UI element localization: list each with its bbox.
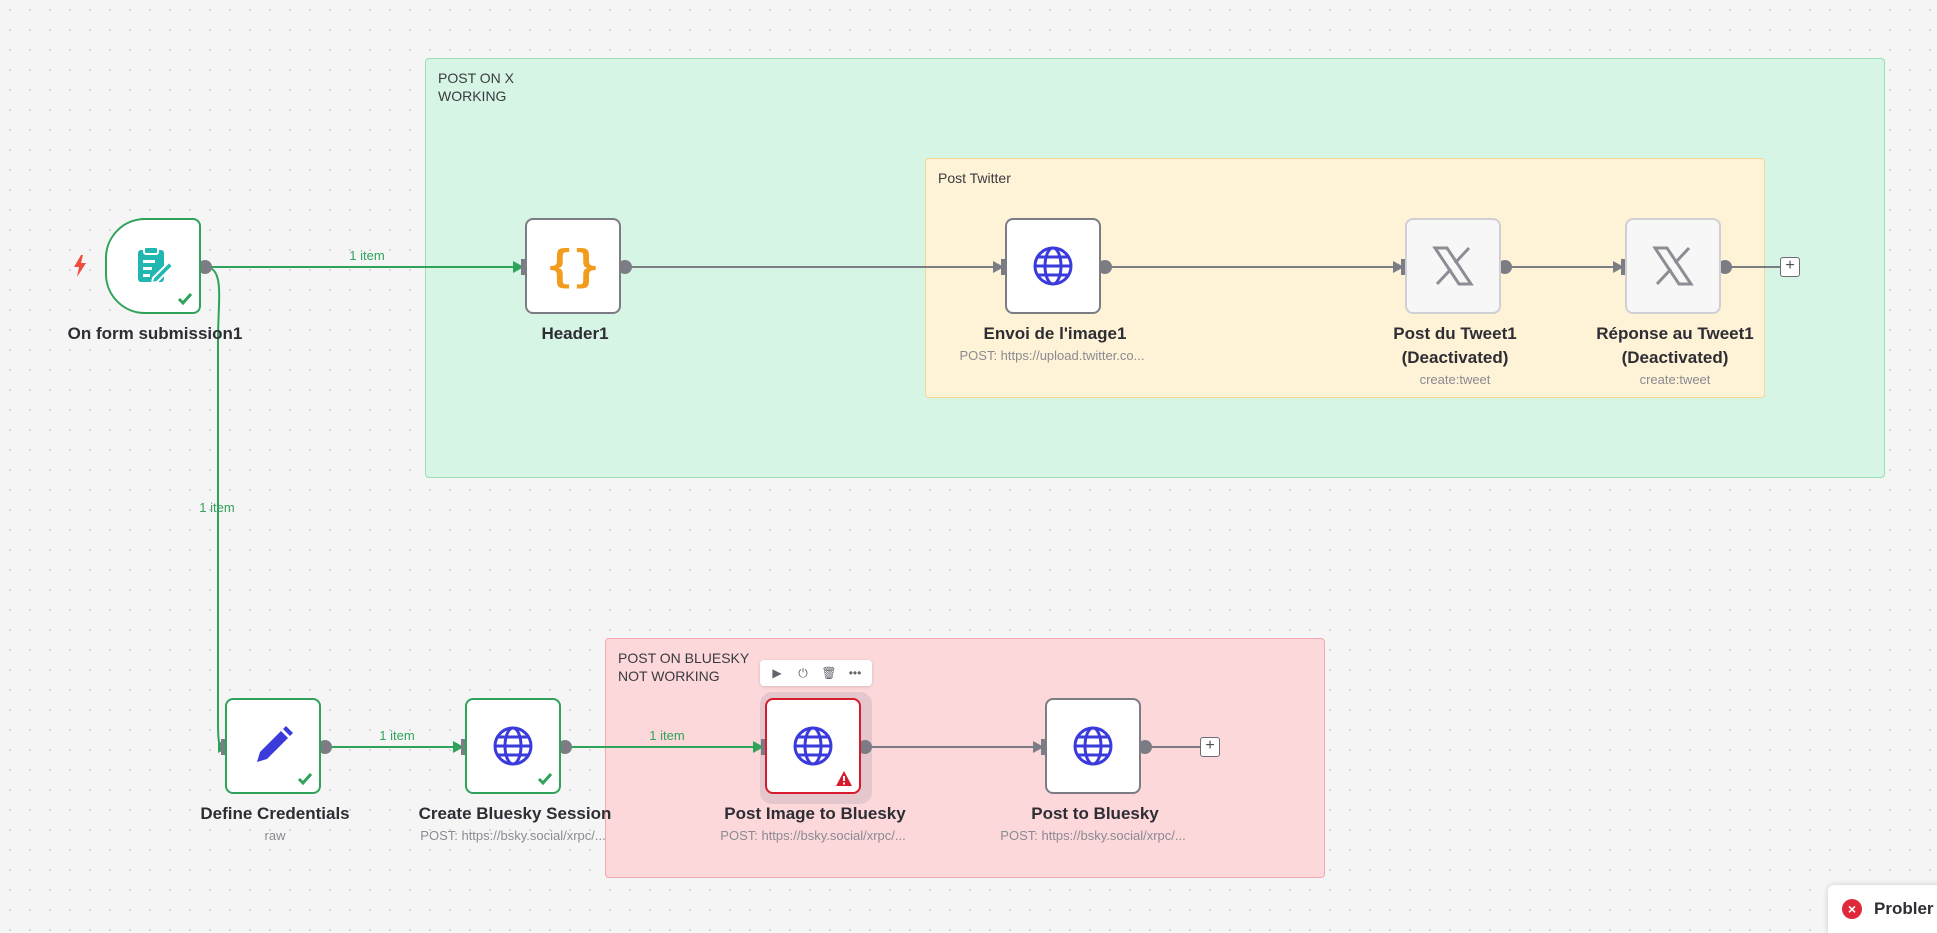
node-subtitle: POST: https://bsky.social/xrpc/...: [420, 828, 606, 843]
globe-icon: [1047, 700, 1139, 792]
node-label: Post du Tweet1: [1393, 324, 1517, 343]
node-subtitle: POST: https://bsky.social/xrpc/...: [1000, 828, 1186, 843]
node-header1[interactable]: {}: [525, 218, 621, 314]
output-handle: [1098, 260, 1112, 274]
globe-icon: [767, 700, 859, 792]
arrowhead: [453, 741, 464, 753]
sticky-note-post-on-bluesky[interactable]: POST ON BLUESKY NOT WORKING: [605, 638, 1325, 878]
arrowhead: [1393, 261, 1404, 273]
node-post-image-to-bluesky[interactable]: [765, 698, 861, 794]
output-handle: [858, 740, 872, 754]
connection-item-count: 1 item: [349, 248, 385, 263]
error-circle-icon: ×: [1842, 899, 1862, 919]
braces-icon: {}: [546, 240, 600, 292]
node-define-credentials[interactable]: [225, 698, 321, 794]
node-toolbar: ▶ ⏻ 🗑 •••: [760, 660, 872, 686]
output-handle: [1138, 740, 1152, 754]
node-label-deactivated: (Deactivated): [1401, 348, 1509, 367]
input-handle: [1401, 259, 1406, 275]
trash-icon[interactable]: 🗑: [821, 666, 837, 680]
input-handle: [1621, 259, 1626, 275]
node-label: Post to Bluesky: [1031, 804, 1159, 823]
play-icon[interactable]: ▶: [772, 666, 782, 680]
globe-icon: [467, 700, 559, 792]
sticky-note-text: POST ON X WORKING: [438, 70, 514, 104]
power-icon[interactable]: ⏻: [798, 665, 808, 680]
sticky-note-text: Post Twitter: [938, 170, 1011, 186]
connection-item-count: 1 item: [199, 500, 235, 515]
output-handle: [1498, 260, 1512, 274]
x-logo-icon: [1627, 220, 1719, 312]
node-post-tweet[interactable]: [1405, 218, 1501, 314]
add-node-button[interactable]: +: [1780, 257, 1800, 277]
success-check-icon: [537, 773, 553, 786]
node-post-to-bluesky[interactable]: [1045, 698, 1141, 794]
node-subtitle: create:tweet: [1419, 372, 1491, 387]
add-node-button[interactable]: +: [1200, 737, 1220, 757]
output-handle: [1718, 260, 1732, 274]
pencil-icon: [227, 700, 319, 792]
error-warning-icon: [836, 771, 852, 786]
node-subtitle: POST: https://upload.twitter.co...: [959, 348, 1145, 363]
problems-label: Probler: [1874, 899, 1934, 918]
node-label: Envoi de l'image1: [983, 324, 1127, 343]
input-handle: [1001, 259, 1006, 275]
arrowhead: [1613, 261, 1624, 273]
output-handle: [618, 260, 632, 274]
node-subtitle: raw: [264, 828, 286, 843]
input-handle: [521, 259, 526, 275]
form-edit-icon: [107, 220, 199, 312]
node-reponse-tweet[interactable]: [1625, 218, 1721, 314]
node-subtitle: create:tweet: [1639, 372, 1711, 387]
node-subtitle: POST: https://bsky.social/xrpc/...: [720, 828, 906, 843]
node-label-deactivated: (Deactivated): [1621, 348, 1729, 367]
node-label: Define Credentials: [200, 804, 350, 823]
input-handle: [461, 739, 466, 755]
arrowhead: [993, 261, 1004, 273]
node-label: Réponse au Tweet1: [1596, 324, 1754, 343]
more-icon[interactable]: •••: [848, 666, 862, 680]
node-label: Create Bluesky Session: [418, 804, 612, 823]
connection-item-count: 1 item: [649, 728, 685, 743]
output-handle: [558, 740, 572, 754]
node-on-form-submission[interactable]: [105, 218, 201, 314]
arrowhead: [753, 741, 764, 753]
success-check-icon: [177, 293, 193, 306]
arrowhead: [513, 261, 524, 273]
input-handle: [1041, 739, 1046, 755]
connection-item-count: 1 item: [379, 728, 415, 743]
sticky-note-text: POST ON BLUESKY NOT WORKING: [618, 650, 750, 684]
output-handle: [318, 740, 332, 754]
node-label: On form submission1: [67, 324, 243, 343]
node-label: Post Image to Bluesky: [724, 804, 906, 823]
output-handle: [198, 260, 212, 274]
input-handle: [761, 739, 766, 755]
node-create-bluesky-session[interactable]: [465, 698, 561, 794]
globe-icon: [1007, 220, 1099, 312]
node-envoi-image[interactable]: [1005, 218, 1101, 314]
arrowhead: [1033, 741, 1044, 753]
x-logo-icon: [1407, 220, 1499, 312]
problems-panel[interactable]: × Probler: [1828, 885, 1937, 933]
node-label: Header1: [541, 324, 609, 343]
success-check-icon: [297, 773, 313, 786]
input-handle: [221, 739, 226, 755]
trigger-bolt-icon: [74, 255, 86, 277]
